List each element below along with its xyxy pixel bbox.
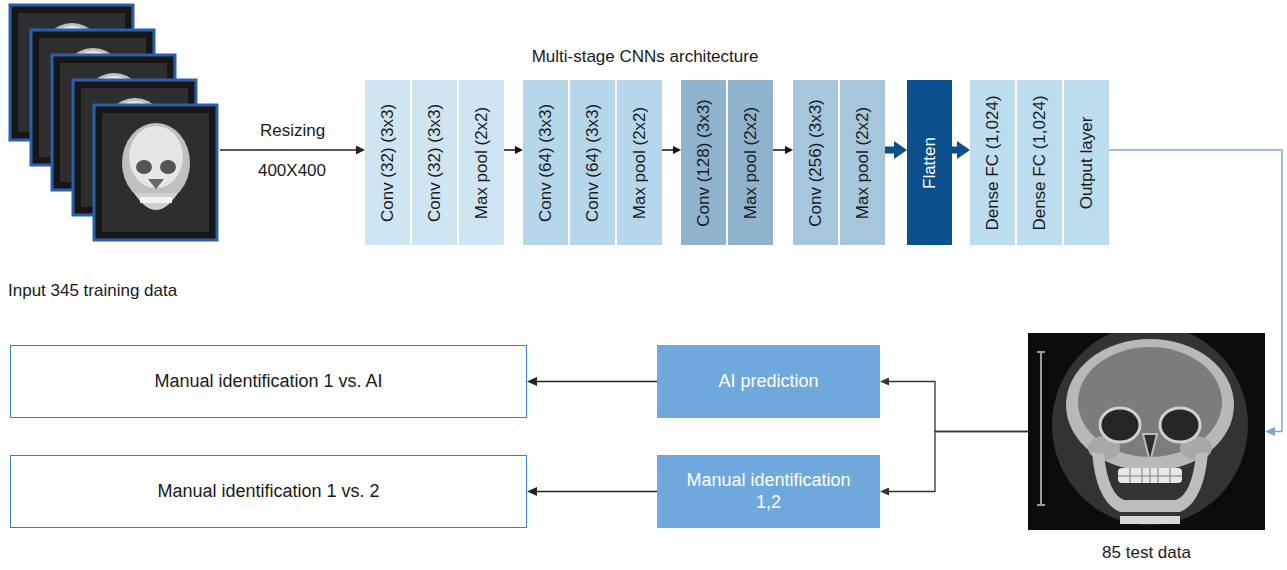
flow-arrow — [885, 147, 894, 154]
result-box: Manual identification 1 vs. 2 — [10, 455, 527, 528]
image-caption: 85 test data — [1028, 543, 1265, 563]
diagram-title: Multi-stage CNNs architecture — [532, 47, 759, 67]
layer-label: Max pool (2x2) — [740, 106, 760, 218]
layer-label: Conv (32) (3x3) — [424, 103, 444, 221]
test-image: 85 test data — [1028, 333, 1265, 530]
edge-label: Resizing — [258, 121, 327, 141]
pool-layer: Max pool (2x2) — [728, 80, 773, 245]
test-xray — [1028, 333, 1265, 530]
flow-arrow — [220, 149, 356, 151]
conv-layer: Conv (256) (3x3) — [793, 80, 838, 245]
xray-frame — [94, 105, 217, 240]
flow-arrow — [1109, 150, 1282, 432]
dense-layer: Dense FC (1,024) — [970, 80, 1015, 245]
layer-label: Max pool (2x2) — [852, 106, 872, 218]
pool-layer: Max pool (2x2) — [617, 80, 662, 245]
layer-label: AI prediction — [718, 371, 818, 393]
layer-label: Manual identification 1 vs. AI — [154, 371, 382, 393]
conv-layer: Conv (32) (3x3) — [365, 80, 410, 245]
flow-arrow — [537, 381, 657, 382]
result-box: Manual identification 1 vs. AI — [10, 345, 527, 418]
layer-label: Conv (64) (3x3) — [582, 103, 602, 221]
layer-label: Conv (256) (3x3) — [805, 99, 825, 227]
layer-label: Flatten — [919, 137, 939, 189]
training-image-stack: Input 345 training data — [10, 5, 220, 242]
image-caption: Input 345 training data — [8, 281, 177, 301]
layer-label: Manual identification 1,2 — [684, 470, 854, 513]
conv-layer: Conv (64) (3x3) — [570, 80, 615, 245]
process-box: AI prediction — [657, 345, 880, 418]
process-box: Manual identification 1,2 — [657, 455, 880, 528]
flatten-layer: Flatten — [907, 80, 952, 245]
flow-arrow — [889, 432, 1028, 492]
layer-label: Max pool (2x2) — [629, 106, 649, 218]
layer-label: Conv (128) (3x3) — [693, 99, 713, 227]
dense-layer: Dense FC (1,024) — [1017, 80, 1062, 245]
layer-label: Conv (64) (3x3) — [535, 103, 555, 221]
dimension-label: 400X400 — [256, 161, 328, 181]
layer-label: Manual identification 1 vs. 2 — [157, 481, 379, 503]
flow-arrow — [537, 491, 657, 492]
training-xray-stack — [10, 5, 217, 240]
output-layer: Output layer — [1064, 80, 1109, 245]
conv-layer: Conv (128) (3x3) — [681, 80, 726, 245]
conv-layer: Conv (64) (3x3) — [523, 80, 568, 245]
flow-arrow — [952, 147, 957, 154]
flow-arrow — [889, 382, 1028, 432]
layer-label: Dense FC (1,024) — [982, 95, 1002, 230]
flow-arrow — [773, 149, 785, 151]
pool-layer: Max pool (2x2) — [840, 80, 885, 245]
layer-label: Dense FC (1,024) — [1029, 95, 1049, 230]
flow-arrow — [662, 149, 673, 151]
layer-label: Output layer — [1076, 116, 1096, 209]
layer-label: Max pool (2x2) — [471, 106, 491, 218]
pool-layer: Max pool (2x2) — [459, 80, 504, 245]
flow-arrow — [504, 149, 515, 151]
layer-label: Conv (32) (3x3) — [377, 103, 397, 221]
conv-layer: Conv (32) (3x3) — [412, 80, 457, 245]
